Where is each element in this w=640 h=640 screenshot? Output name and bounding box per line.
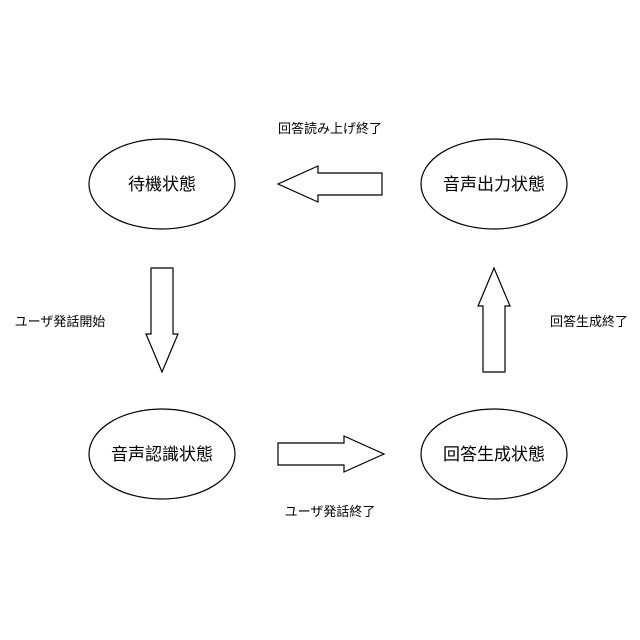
arrow-left-icon [278, 166, 382, 202]
arrow-right-icon [278, 436, 384, 472]
transition-answer-generation-done-label: 回答生成終了 [550, 314, 628, 330]
transition-user-speech-end-label: ユーザ発話終了 [285, 504, 376, 520]
state-speech-recognition: 音声認識状態 [89, 409, 235, 499]
state-speech-output-label: 音声出力状態 [443, 175, 545, 195]
state-speech-recognition-label: 音声認識状態 [111, 445, 213, 465]
transition-answer-readout-done-label: 回答読み上げ終了 [278, 121, 382, 137]
arrow-down-icon [146, 268, 178, 372]
state-answer-generation: 回答生成状態 [421, 409, 567, 499]
state-standby-label: 待機状態 [128, 175, 196, 195]
state-speech-output: 音声出力状態 [421, 139, 567, 229]
state-answer-generation-label: 回答生成状態 [443, 445, 545, 465]
arrow-up-icon [478, 268, 510, 372]
state-standby: 待機状態 [89, 139, 235, 229]
transition-user-speech-start-label: ユーザ発話開始 [15, 314, 106, 330]
